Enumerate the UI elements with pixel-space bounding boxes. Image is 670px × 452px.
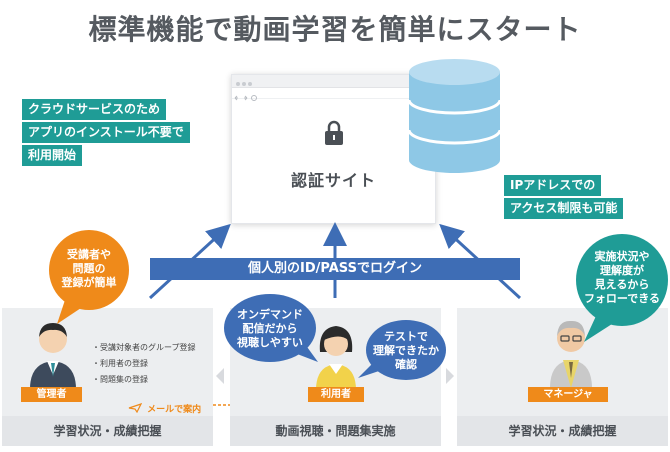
chevron-left-icon [216, 368, 224, 384]
admin-role-label: 管理者 [21, 387, 82, 402]
manager-role-label: マネージャ [528, 387, 608, 402]
user-bubble-left-text: オンデマンド 配信だから 視聴しやすい [222, 308, 318, 350]
browser-address-bar [232, 88, 435, 101]
feature-badge-no-install: アプリのインストール不要で [22, 122, 190, 143]
user-role-label: 利用者 [308, 387, 364, 402]
auth-site-browser: 認証サイト [231, 74, 436, 224]
user-footer: 動画視聴・問題集実施 [230, 416, 441, 446]
feature-badge-start: 利用開始 [22, 145, 83, 166]
manager-bubble-line-2: 理解度が [600, 264, 644, 277]
admin-task-2-text: 利用者の登録 [100, 359, 148, 368]
admin-task-1: ・受講対象者のグループ登録 [92, 343, 196, 352]
admin-bubble-line-3: 登録が簡単 [61, 276, 117, 289]
nav-arrows-icon [234, 95, 257, 101]
manager-bubble-shape [576, 234, 668, 342]
browser-titlebar [232, 75, 435, 88]
admin-bubble-line-1: 受講者や [67, 248, 111, 261]
user-bubble-right-shape [358, 320, 446, 380]
database-icon [407, 59, 502, 173]
manager-avatar [550, 320, 592, 388]
auth-site-label: 認証サイト [290, 171, 376, 190]
user-bubble-left-line-2: 配信だから [242, 322, 298, 335]
manager-bubble-line-1: 実施状況や [594, 250, 650, 263]
admin-panel: 学習状況・成績把握 [2, 308, 213, 446]
manager-bubble-line-3: 見えるから [594, 278, 650, 291]
lock-icon [325, 120, 343, 145]
feature-badge-ip: IPアドレスでの [504, 175, 602, 196]
user-bubble-right-line-2: 理解できたか [373, 344, 439, 357]
mail-note-text: メールで案内 [147, 405, 202, 415]
user-avatar [316, 326, 356, 390]
feature-badge-cloud: クラウドサービスのため [22, 99, 167, 120]
login-bar: 個人別のID/PASSでログイン [150, 258, 520, 280]
manager-bubble-line-4: フォローできる [583, 292, 661, 305]
manager-footer: 学習状況・成績把握 [457, 416, 668, 446]
feature-badge-access-limit: アクセス制限も可能 [504, 198, 624, 219]
admin-bubble-text: 受講者や 問題の 登録が簡単 [49, 248, 129, 290]
window-dots-icon [236, 82, 252, 86]
user-bubble-left-line-1: オンデマンド [237, 308, 303, 321]
page-title: 標準機能で動画学習を簡単にスタート [88, 13, 582, 46]
paper-plane-icon [128, 402, 143, 413]
admin-bubble-line-2: 問題の [72, 262, 106, 275]
admin-task-2: ・利用者の登録 [92, 359, 148, 368]
admin-footer: 学習状況・成績把握 [2, 416, 213, 446]
admin-bubble-shape [49, 230, 129, 324]
mail-note: メールで案内 [128, 397, 201, 416]
user-bubble-right-line-3: 確認 [395, 358, 417, 371]
admin-avatar [30, 323, 76, 389]
user-bubble-right-text: テストで 理解できたか 確認 [366, 330, 446, 372]
user-bubble-left-shape [224, 294, 318, 362]
chevron-right-icon [446, 368, 454, 384]
admin-task-3-text: 問題集の登録 [100, 375, 148, 384]
user-bubble-right-line-1: テストで [384, 330, 428, 343]
user-bubble-left-line-3: 視聴しやすい [237, 336, 303, 349]
admin-task-1-text: 受講対象者のグループ登録 [100, 343, 196, 352]
admin-task-3: ・問題集の登録 [92, 375, 148, 384]
manager-bubble-text: 実施状況や 理解度が 見えるから フォローできる [574, 250, 670, 306]
